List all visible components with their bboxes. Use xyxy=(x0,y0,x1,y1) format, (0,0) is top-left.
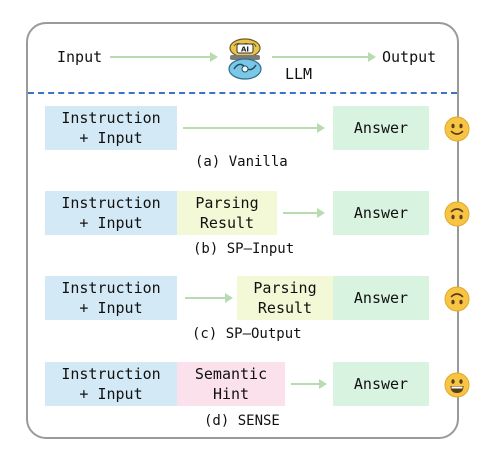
instruction-line2: + Input xyxy=(79,214,143,232)
caption-a: (a) Vanilla xyxy=(195,154,288,170)
answer-label: Answer xyxy=(353,375,409,393)
upside-down-face-icon xyxy=(444,201,470,227)
instruction-input-box-c: Instruction + Input xyxy=(45,276,177,320)
grinning-face-icon xyxy=(444,372,470,398)
input-label: Input xyxy=(57,48,103,66)
caption-c: (c) SP–Output xyxy=(192,326,302,342)
instruction-input-box-b: Instruction + Input xyxy=(45,191,177,235)
answer-box-c: Answer xyxy=(333,276,429,320)
instruction-line1: Instruction xyxy=(61,194,161,212)
parsing-line1: Parsing xyxy=(195,194,259,212)
hint-line2: Hint xyxy=(212,385,250,403)
parsing-line2: Result xyxy=(199,214,255,232)
llm-to-output-arrow xyxy=(272,52,376,62)
input-to-llm-arrow xyxy=(110,52,218,62)
answer-box-d: Answer xyxy=(333,362,429,406)
caption-b: (b) SP–Input xyxy=(193,241,295,257)
llm-label: LLM xyxy=(285,65,313,83)
svg-text:AI: AI xyxy=(241,46,249,54)
answer-box-a: Answer xyxy=(333,106,429,150)
instruction-line2: + Input xyxy=(79,129,143,147)
semantic-hint-box-d: Semantic Hint xyxy=(177,362,285,406)
parsing-result-box-b: Parsing Result xyxy=(177,191,277,235)
instruction-input-box-a: Instruction + Input xyxy=(45,106,177,150)
arrow-b xyxy=(283,208,325,218)
instruction-input-box-d: Instruction + Input xyxy=(45,362,177,406)
upside-down-face-icon xyxy=(444,286,470,312)
parsing-result-box-c: Parsing Result xyxy=(237,276,333,320)
answer-label: Answer xyxy=(353,289,409,307)
instruction-line1: Instruction xyxy=(61,365,161,383)
caption-d: (d) SENSE xyxy=(204,413,280,429)
arrow-c xyxy=(185,293,233,303)
brain-robot-icon: AI xyxy=(228,38,262,80)
arrow-d xyxy=(291,379,327,389)
arrow-a xyxy=(183,123,325,133)
answer-label: Answer xyxy=(353,204,409,222)
answer-box-b: Answer xyxy=(333,191,429,235)
output-label: Output xyxy=(382,48,437,66)
slightly-smiling-face-icon xyxy=(444,116,470,142)
answer-label: Answer xyxy=(353,119,409,137)
header-divider xyxy=(28,92,457,94)
parsing-line2: Result xyxy=(257,299,313,317)
instruction-line2: + Input xyxy=(79,299,143,317)
parsing-line1: Parsing xyxy=(253,279,317,297)
instruction-line1: Instruction xyxy=(61,109,161,127)
instruction-line2: + Input xyxy=(79,385,143,403)
hint-line1: Semantic xyxy=(194,365,268,383)
diagram-frame xyxy=(26,22,459,439)
instruction-line1: Instruction xyxy=(61,279,161,297)
